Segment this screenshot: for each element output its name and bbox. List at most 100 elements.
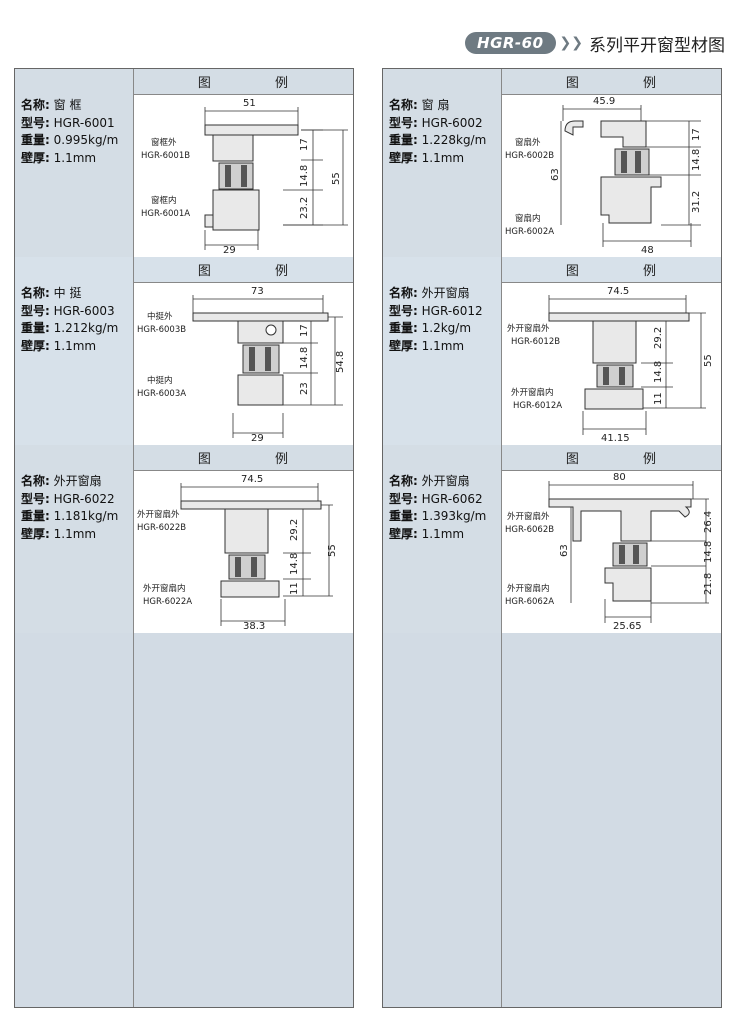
dim-bottom: 29 [251, 433, 264, 444]
profile-wall: 1.1mm [53, 526, 97, 541]
dim-v1: 26.4 [703, 511, 714, 533]
part-code-outer: HGR-6003B [137, 325, 186, 335]
part-label-outer: 中挺外 [147, 311, 173, 322]
legend-header: 图 例 [501, 445, 721, 471]
wall-label: 壁厚: [21, 526, 50, 541]
name-label: 名称: [389, 286, 418, 300]
name-label: 名称: [21, 474, 50, 488]
profile-drawing-svg: 73 29 17 14.8 23 54.8 中挺外 HGR-6003B 中挺内 … [137, 286, 346, 444]
part-code-inner: HGR-6022A [143, 597, 192, 607]
profile-row-hgr-6003: 名称: 中 挺 型号: HGR-6003 重量: 1.212kg/m 壁厚: 1… [15, 257, 353, 446]
dim-bottom: 38.3 [243, 621, 265, 632]
part-code-inner: HGR-6003A [137, 389, 186, 399]
dim-bottom: 48 [641, 245, 654, 256]
weight-label: 重量: [389, 133, 418, 147]
part-label-inner: 窗框内 [151, 195, 177, 206]
weight-label: 重量: [389, 321, 418, 335]
profile-info: 名称: 窗 框 型号: HGR-6001 重量: 0.995kg/m 壁厚: 1… [21, 97, 118, 167]
part-label-inner: 外开窗扇内 [507, 583, 550, 594]
dim-v1: 17 [299, 324, 310, 337]
empty-row [383, 821, 721, 1007]
profile-wall: 1.1mm [421, 150, 465, 165]
model-label: 型号: [389, 303, 418, 318]
part-code-inner: HGR-6002A [505, 227, 554, 237]
dim-total: 55 [331, 172, 342, 185]
profile-name: 中 挺 [53, 286, 82, 300]
profile-wall: 1.1mm [421, 338, 465, 353]
dim-v2: 14.8 [691, 149, 702, 171]
part-label-outer: 外开窗扇外 [507, 511, 550, 522]
dim-v3: 11 [653, 392, 664, 405]
profile-wall: 1.1mm [421, 526, 465, 541]
model-label: 型号: [21, 491, 50, 506]
profile-weight: 1.228kg/m [421, 133, 487, 147]
series-badge: HGR-60 [465, 32, 556, 54]
dim-top: 74.5 [607, 286, 629, 297]
legend-header: 图 例 [133, 445, 353, 471]
wall-label: 壁厚: [389, 526, 418, 541]
part-label-outer: 外开窗扇外 [137, 509, 180, 520]
profile-drawing-svg: 74.5 41.15 29.2 14.8 11 55 外开窗扇外 HGR-601… [507, 286, 714, 444]
part-label-inner: 中挺内 [147, 375, 173, 386]
name-label: 名称: [389, 98, 418, 112]
dim-v2: 14.8 [299, 165, 310, 187]
empty-row [15, 821, 353, 1007]
part-code-inner: HGR-6012A [513, 401, 562, 411]
profile-info: 名称: 中 挺 型号: HGR-6003 重量: 1.212kg/m 壁厚: 1… [21, 285, 118, 355]
profile-drawing: 80 25.65 26.4 14.8 21.8 63 外开窗扇外 HGR-606… [501, 471, 721, 633]
part-code-inner: HGR-6001A [141, 209, 190, 219]
dim-v3: 11 [289, 582, 300, 595]
profile-weight: 1.2kg/m [421, 321, 472, 335]
profile-drawing-svg: 74.5 38.3 29.2 14.8 11 55 外开窗扇外 HGR-6022… [137, 474, 338, 632]
profile-weight: 1.212kg/m [53, 321, 119, 335]
wall-label: 壁厚: [389, 338, 418, 353]
page-header: HGR-60 ❯❯ 系列平开窗型材图 [465, 30, 725, 56]
empty-row [383, 633, 721, 822]
dim-v3: 31.2 [691, 191, 702, 213]
profile-name: 外开窗扇 [421, 474, 470, 488]
left-column: 名称: 窗 框 型号: HGR-6001 重量: 0.995kg/m 壁厚: 1… [14, 68, 354, 1008]
profile-drawing-svg: 80 25.65 26.4 14.8 21.8 63 外开窗扇外 HGR-606… [505, 472, 714, 632]
part-code-outer: HGR-6001B [141, 151, 190, 161]
part-code-outer: HGR-6012B [511, 337, 560, 347]
model-label: 型号: [21, 303, 50, 318]
dim-bottom: 25.65 [613, 621, 642, 632]
dim-top: 80 [613, 472, 626, 483]
profile-row-hgr-6022: 名称: 外开窗扇 型号: HGR-6022 重量: 1.181kg/m 壁厚: … [15, 445, 353, 634]
dim-total: 54.8 [335, 351, 346, 373]
profile-info: 名称: 窗 扇 型号: HGR-6002 重量: 1.228kg/m 壁厚: 1… [389, 97, 486, 167]
model-label: 型号: [389, 491, 418, 506]
dim-v3: 23.2 [299, 197, 310, 219]
dim-v1: 17 [691, 128, 702, 141]
profile-row-hgr-6012: 名称: 外开窗扇 型号: HGR-6012 重量: 1.2kg/m 壁厚: 1.… [383, 257, 721, 446]
name-label: 名称: [21, 98, 50, 112]
profile-drawing-svg: 45.9 48 17 14.8 31.2 63 窗扇外 HGR-6002B 窗扇… [505, 96, 702, 256]
weight-label: 重量: [21, 509, 50, 523]
dim-v3: 21.8 [703, 573, 714, 595]
part-label-outer: 外开窗扇外 [507, 323, 550, 334]
dim-v2: 14.8 [289, 553, 300, 575]
profile-drawing-svg: 51 29 17 14.8 23.2 55 窗框外 HGR-6001B 窗框内 … [141, 98, 348, 256]
profile-info: 名称: 外开窗扇 型号: HGR-6022 重量: 1.181kg/m 壁厚: … [21, 473, 118, 543]
dim-total: 63 [550, 168, 561, 181]
model-label: 型号: [21, 115, 50, 130]
dim-top: 73 [251, 286, 264, 297]
wall-label: 壁厚: [21, 150, 50, 165]
dim-v3: 23 [299, 382, 310, 395]
right-column: 名称: 窗 扇 型号: HGR-6002 重量: 1.228kg/m 壁厚: 1… [382, 68, 722, 1008]
profile-name: 外开窗扇 [421, 286, 470, 300]
name-label: 名称: [21, 286, 50, 300]
name-label: 名称: [389, 474, 418, 488]
part-label-inner: 外开窗扇内 [511, 387, 554, 398]
wall-label: 壁厚: [389, 150, 418, 165]
dim-v1: 29.2 [653, 327, 664, 349]
dim-v2: 14.8 [703, 541, 714, 563]
page-title: 系列平开窗型材图 [589, 35, 725, 56]
part-code-inner: HGR-6062A [505, 597, 554, 607]
legend-header: 图 例 [133, 257, 353, 283]
profile-weight: 1.181kg/m [53, 509, 119, 523]
dim-top: 45.9 [593, 96, 615, 107]
profile-weight: 1.393kg/m [421, 509, 487, 523]
dim-top: 74.5 [241, 474, 263, 485]
dim-total: 55 [703, 354, 714, 367]
